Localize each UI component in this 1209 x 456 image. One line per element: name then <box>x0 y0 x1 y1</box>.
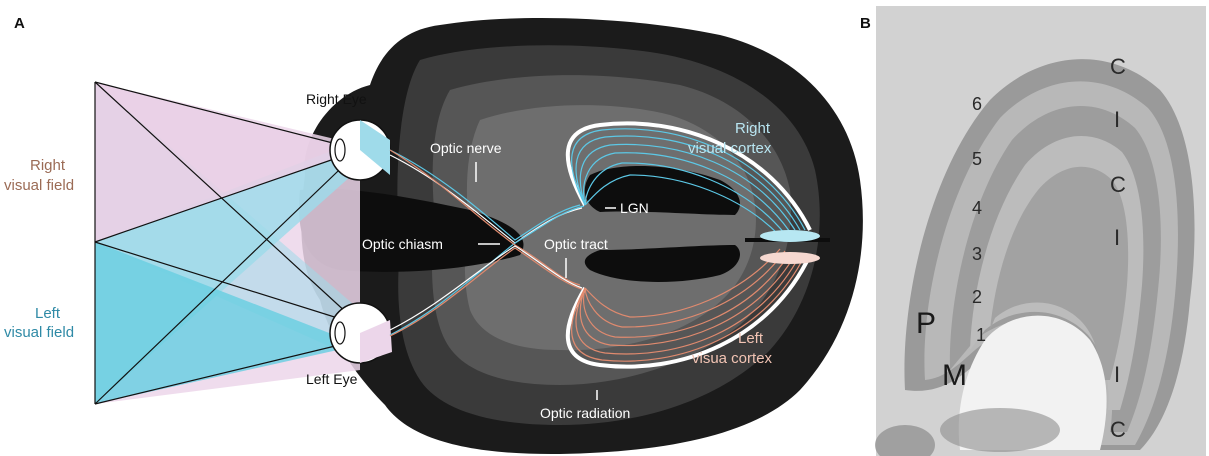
left-cortex-tip <box>760 252 820 264</box>
optic-chiasm-label: Optic chiasm <box>362 236 443 252</box>
layer-4-label: 4 <box>972 198 982 218</box>
eye-label-5: I <box>1114 362 1120 387</box>
left-cortex-label-2: visua cortex <box>692 350 773 367</box>
eye-label-3: C <box>1110 172 1126 197</box>
eye-label-1: C <box>1110 54 1126 79</box>
lgn-histology-image <box>875 6 1206 456</box>
optic-nerve-label: Optic nerve <box>430 140 502 156</box>
eye-label-4: I <box>1114 225 1120 250</box>
right-eye-label: Right Eye <box>306 91 367 107</box>
right-cortex-label-1: Right <box>735 120 771 137</box>
left-visual-field-label-1: Left <box>35 305 61 322</box>
panel-b-letter: B <box>860 15 871 32</box>
optic-radiation-label: Optic radiation <box>540 405 630 421</box>
eye-label-2: I <box>1114 107 1120 132</box>
right-cortex-tip <box>760 230 820 242</box>
layer-5-label: 5 <box>972 149 982 169</box>
magnocellular-label: M <box>942 359 967 392</box>
layer-6-label: 6 <box>972 94 982 114</box>
right-visual-field-label-2: visual field <box>4 177 74 194</box>
layer-1-label: 1 <box>976 325 986 345</box>
right-eye <box>330 120 390 180</box>
left-visual-field-label-2: visual field <box>4 324 74 341</box>
optic-tract-label: Optic tract <box>544 236 608 252</box>
layer-2-label: 2 <box>972 287 982 307</box>
lgn-label: LGN <box>620 200 649 216</box>
left-eye-label: Left Eye <box>306 371 358 387</box>
left-cortex-label-1: Left <box>738 330 764 347</box>
panel-a-letter: A <box>14 15 25 32</box>
right-visual-field-label-1: Right <box>30 157 66 174</box>
right-cortex-label-2: visual cortex <box>688 140 772 157</box>
eye-label-6: C <box>1110 417 1126 442</box>
layer-3-label: 3 <box>972 244 982 264</box>
parvocellular-label: P <box>916 307 936 340</box>
